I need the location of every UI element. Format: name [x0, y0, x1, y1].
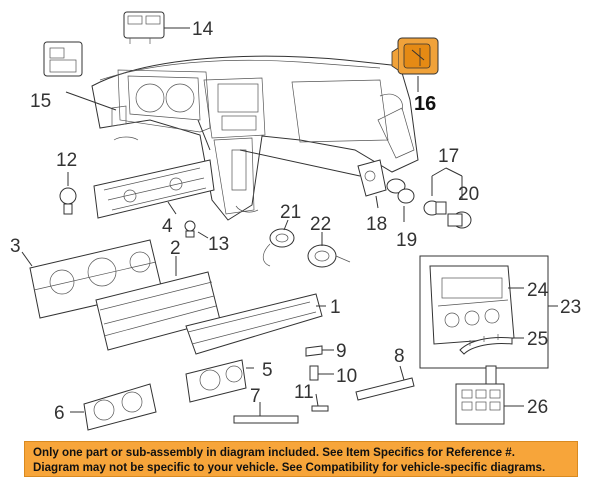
part-12-bulb	[59, 172, 77, 215]
part-7-trim-strip	[233, 402, 299, 424]
dashboard-assembly	[91, 55, 419, 221]
callout-11: 11	[294, 382, 314, 403]
callout-16: 16	[414, 93, 436, 115]
callout-20: 20	[458, 184, 479, 205]
disclaimer-line-1: Only one part or sub-assembly in diagram…	[33, 446, 515, 459]
callout-1: 1	[330, 297, 341, 318]
parts-diagram: 1 2 3 4 5 6 7 8 9 10 11 12 13 14 15 16 1…	[10, 11, 581, 431]
callout-4: 4	[162, 216, 173, 237]
callout-22: 22	[310, 214, 331, 235]
part-21-socket	[262, 219, 295, 267]
part-6-speedometer	[70, 383, 157, 431]
part-13-bulb	[184, 220, 209, 239]
part-23-control-panel-group	[419, 255, 558, 369]
callout-5: 5	[262, 360, 273, 381]
part-17-20-lighter-parts	[423, 167, 472, 229]
callout-14: 14	[192, 19, 214, 40]
part-19-switch	[386, 178, 415, 222]
callout-19: 19	[396, 230, 417, 251]
callout-2: 2	[170, 238, 181, 259]
part-18-switch-assembly	[357, 159, 387, 209]
callout-18: 18	[366, 214, 387, 235]
callout-12: 12	[56, 150, 77, 171]
callout-24: 24	[527, 280, 549, 301]
part-5-meter-plate	[185, 359, 254, 403]
part-16-highlighted-switch	[391, 37, 439, 92]
disclaimer-banner: Only one part or sub-assembly in diagram…	[24, 441, 578, 477]
part-1-combination-meter-lens	[185, 293, 326, 355]
disclaimer-line-2: Diagram may not be specific to your vehi…	[33, 461, 546, 474]
part-15-switch	[43, 41, 117, 111]
part-22-socket	[307, 232, 351, 268]
callout-17: 17	[438, 146, 459, 167]
callout-6: 6	[54, 403, 65, 424]
callout-3: 3	[10, 236, 21, 257]
callout-13: 13	[208, 234, 229, 255]
part-4-printed-circuit	[93, 159, 215, 219]
callout-7: 7	[250, 386, 261, 407]
part-8-trim-strip	[355, 365, 415, 401]
part-9-part-10-small-parts	[305, 345, 334, 381]
callout-21: 21	[280, 202, 301, 223]
callout-8: 8	[394, 346, 405, 367]
callout-25: 25	[527, 329, 548, 350]
part-14-switch	[123, 11, 190, 44]
part-11-small-part	[311, 393, 329, 412]
callout-9: 9	[336, 341, 347, 362]
callout-15: 15	[30, 91, 51, 112]
part-26-switch-panel	[455, 365, 524, 425]
callout-26: 26	[527, 397, 548, 418]
callout-23: 23	[560, 297, 581, 318]
callout-10: 10	[336, 366, 357, 387]
